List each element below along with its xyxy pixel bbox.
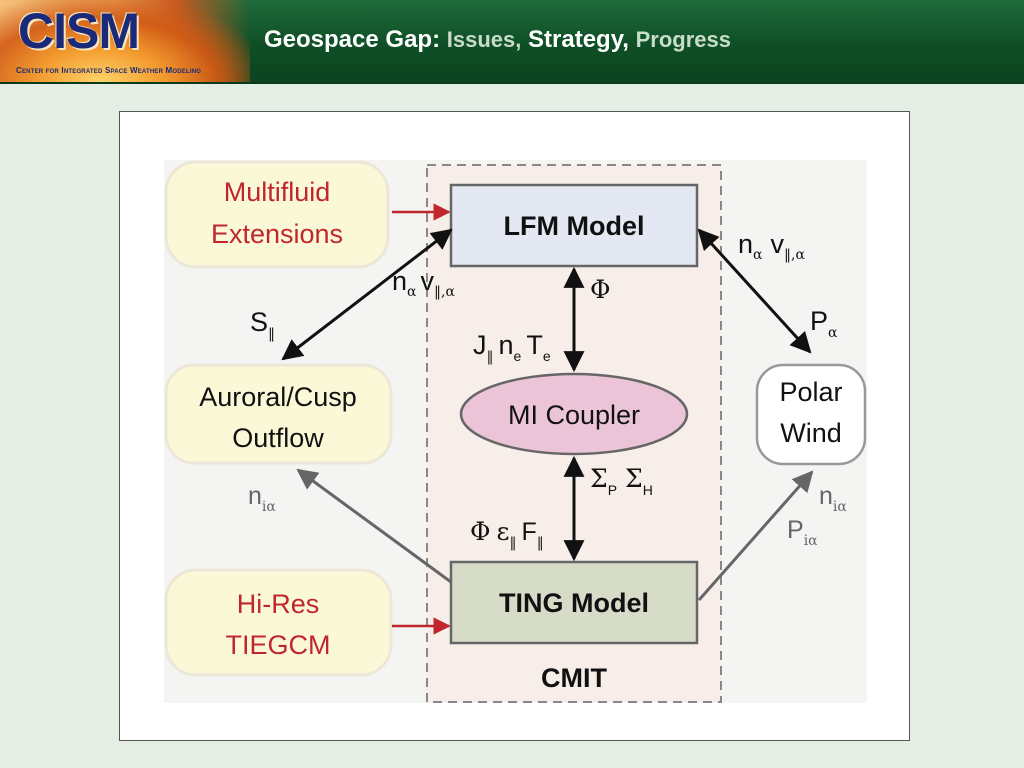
coupler-label: MI Coupler xyxy=(508,400,640,430)
lfm-auroral-arrow xyxy=(281,228,453,361)
multifluid-line2: Extensions xyxy=(211,219,343,249)
ting-to-polar-arrow xyxy=(697,470,814,601)
auroral-line2: Outflow xyxy=(232,423,324,453)
mi-coupler-node: MI Coupler xyxy=(459,372,689,456)
lfm-model-node: LFM Model xyxy=(449,183,699,268)
svg-text:S‖: S‖ xyxy=(250,307,275,342)
svg-text:nαv‖,α: nαv‖,α xyxy=(738,229,805,263)
svg-text:niα: niα xyxy=(819,482,847,515)
title-comma: , xyxy=(622,26,629,53)
polar-line1: Polar xyxy=(779,377,842,407)
svg-text:Piα: Piα xyxy=(787,516,818,549)
cmit-diagram: Multifluid Extensions LFM Model Auroral/… xyxy=(164,160,867,703)
label-n-i-alpha-right: niα xyxy=(819,482,847,515)
diagram-frame: Multifluid Extensions LFM Model Auroral/… xyxy=(119,111,910,741)
logo-tagline: Center for Integrated Space Weather Mode… xyxy=(16,66,202,75)
ting-to-auroral-arrow xyxy=(296,468,452,584)
label-n-i-alpha-left: niα xyxy=(248,482,276,515)
lfm-label: LFM Model xyxy=(504,211,645,241)
lfm-polar-arrow xyxy=(697,228,812,354)
cism-logo: CISM Center for Integrated Space Weather… xyxy=(0,0,250,82)
hires-line1: Hi-Res xyxy=(237,589,320,619)
auroral-cusp-outflow-node: Auroral/Cusp Outflow xyxy=(164,363,393,465)
polar-line2: Wind xyxy=(780,418,842,448)
slide-title: Geospace Gap: Issues, Strategy, Progress xyxy=(264,26,731,54)
label-p-i-alpha: Piα xyxy=(787,516,818,549)
svg-text:Pα: Pα xyxy=(810,306,838,341)
title-strategy: Strategy xyxy=(528,26,623,53)
title-main: Geospace Gap: xyxy=(264,26,441,53)
auroral-line1: Auroral/Cusp xyxy=(199,382,357,412)
label-s-par: S‖ xyxy=(250,307,275,342)
ting-model-node: TING Model xyxy=(449,560,699,645)
svg-text:niα: niα xyxy=(248,482,276,515)
multifluid-extensions-node: Multifluid Extensions xyxy=(164,160,390,269)
logo-text: CISM xyxy=(18,3,140,59)
multifluid-line1: Multifluid xyxy=(224,177,331,207)
ting-label: TING Model xyxy=(499,588,649,618)
label-p-alpha: Pα xyxy=(810,306,838,341)
header-banner: CISM Center for Integrated Space Weather… xyxy=(0,0,1024,84)
polar-wind-node: Polar Wind xyxy=(755,363,867,466)
title-progress: Progress xyxy=(635,27,732,52)
label-phi-upper: Φ xyxy=(590,275,611,304)
svg-text:Φε‖F‖: Φε‖F‖ xyxy=(470,517,544,551)
hires-line2: TIEGCM xyxy=(226,630,331,660)
cmit-label: CMIT xyxy=(541,663,607,693)
title-issues: Issues, xyxy=(446,27,522,52)
hires-tiegcm-node: Hi-Res TIEGCM xyxy=(164,568,393,677)
svg-text:nαv‖,α: nαv‖,α xyxy=(392,266,455,300)
